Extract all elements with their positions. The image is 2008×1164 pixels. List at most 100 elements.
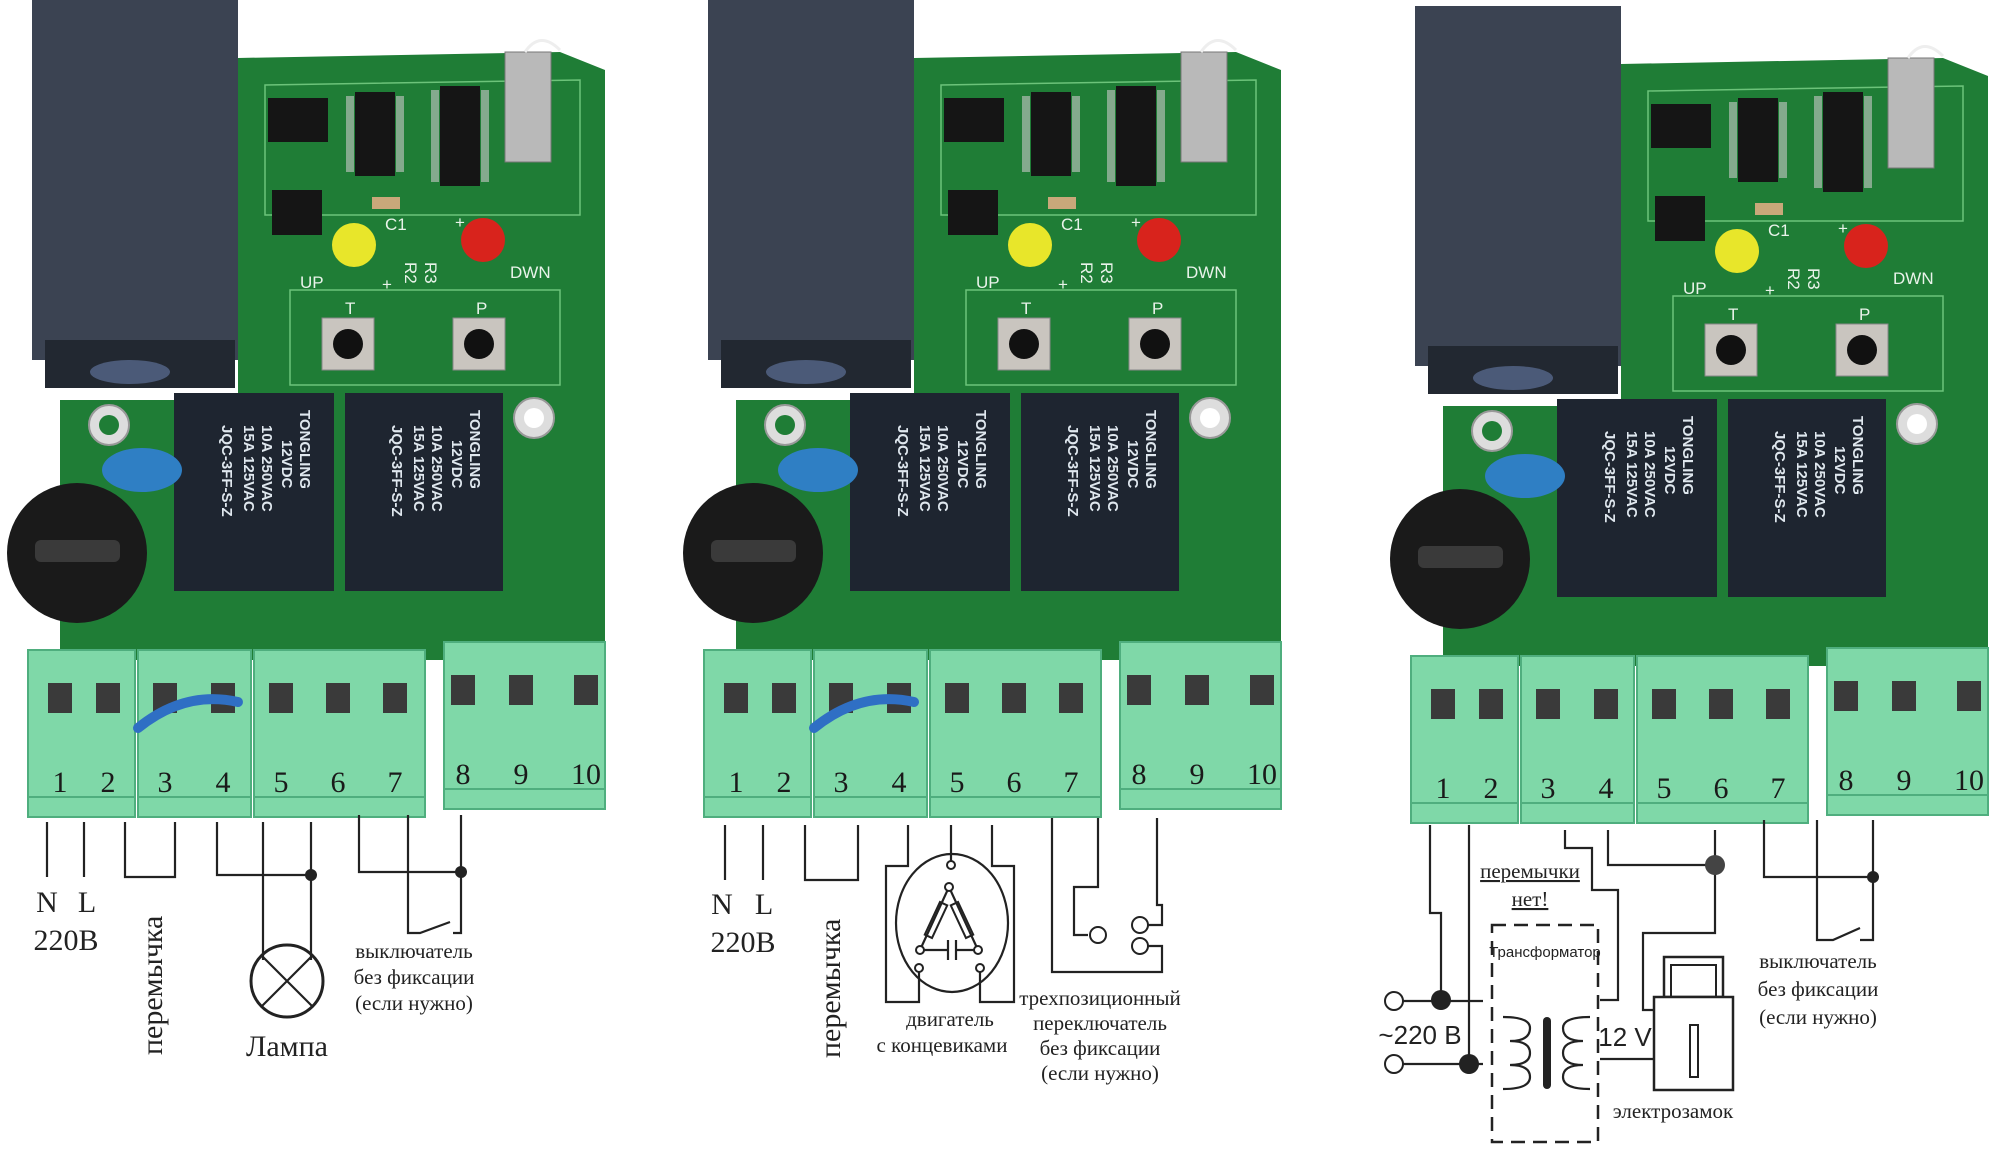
led-down-label: DWN (1893, 269, 1934, 288)
relay-rating1: 10A 250VAC (1641, 431, 1658, 518)
voltage-label: 220В (710, 926, 775, 959)
led-down-label: DWN (1186, 263, 1227, 282)
jumper-label: перемычка (814, 919, 847, 1058)
led-down-label: DWN (510, 263, 551, 282)
button-t[interactable] (321, 317, 375, 371)
switch-label-line1: выключатель (1759, 949, 1877, 973)
voltage-label: 220В (33, 924, 98, 957)
r2-label: R2 (1077, 262, 1096, 284)
r3-label: R3 (421, 262, 440, 284)
capacitor (778, 448, 858, 492)
jumper-label: перемычка (136, 916, 169, 1055)
r2-label: R2 (401, 262, 420, 284)
relay-rating1: 10A 250VAC (1104, 425, 1121, 512)
relay-brand: TONGLING (1679, 416, 1696, 495)
switch-label-line3: (если нужно) (1759, 1005, 1877, 1029)
power-transformer (1415, 6, 1621, 366)
chip (1031, 92, 1071, 176)
relay-rating1: 10A 250VAC (258, 425, 275, 512)
terminal-number: 2 (777, 766, 792, 799)
terminal-blocks (27, 641, 606, 818)
relay-coil: 12VDC (1661, 446, 1678, 495)
terminal-number: 8 (456, 758, 471, 791)
button-t[interactable] (1704, 323, 1758, 377)
terminal-number: 1 (729, 766, 744, 799)
r2-label: R2 (1784, 268, 1803, 290)
switch-label-line2: без фиксации (1758, 977, 1879, 1001)
relay-model: JQC-3FF-S-Z (894, 425, 911, 517)
switch-label-line2: переключатель (1033, 1011, 1167, 1035)
terminal-number: 5 (274, 766, 289, 799)
relay-board: C1 R2 R3 UP + + DWN T P (7, 0, 606, 818)
relay-coil: 12VDC (1831, 446, 1848, 495)
relay-1: TONGLING 12VDC 10A 250VAC 15A 125VAC JQC… (174, 393, 334, 591)
motor-label-line1: двигатель (906, 1007, 994, 1031)
plus-label: + (382, 275, 392, 294)
switch-label-line1: трехпозиционный (1019, 986, 1181, 1010)
terminal-number: 6 (331, 766, 346, 799)
terminal-number: 7 (1064, 766, 1079, 799)
switch-label-line1: выключатель (355, 939, 473, 963)
terminal-number: 9 (1897, 764, 1912, 797)
led-down-red (1137, 218, 1181, 262)
no-jumper-label-line1: перемычки (1480, 859, 1580, 883)
crystal (1180, 51, 1228, 163)
voltage-regulator (948, 190, 998, 235)
voltage-regulator (272, 190, 322, 235)
terminal-number: 9 (514, 758, 529, 791)
relay-board: C1 R2 R3 UP + + DWN T P (1390, 6, 1989, 824)
terminal-number: 3 (834, 766, 849, 799)
button-p[interactable] (1128, 317, 1182, 371)
relay-rating2: 15A 125VAC (1793, 431, 1810, 518)
terminal-number: 10 (1954, 764, 1984, 797)
plus-label: + (1058, 275, 1068, 294)
relay-1: TONGLING 12VDC 10A 250VAC 15A 125VAC JQC… (1557, 399, 1717, 597)
relay-rating1: 10A 250VAC (934, 425, 951, 512)
relay-rating1: 10A 250VAC (428, 425, 445, 512)
relay-brand: TONGLING (1142, 410, 1159, 489)
terminal-number: 2 (1484, 772, 1499, 805)
line-label: L (78, 886, 96, 919)
relay-brand: TONGLING (972, 410, 989, 489)
chip (355, 92, 395, 176)
neutral-label: N (36, 886, 58, 919)
button-t[interactable] (997, 317, 1051, 371)
c1-label: C1 (1768, 221, 1790, 240)
button-t-label: T (1728, 305, 1738, 324)
relay-coil: 12VDC (1124, 440, 1141, 489)
relay-model: JQC-3FF-S-Z (218, 425, 235, 517)
relay-brand: TONGLING (296, 410, 313, 489)
chip (1738, 98, 1778, 182)
relay-coil: 12VDC (278, 440, 295, 489)
relay-brand: TONGLING (1849, 416, 1866, 495)
plus-label: + (1765, 281, 1775, 300)
relay-1: TONGLING 12VDC 10A 250VAC 15A 125VAC JQC… (850, 393, 1010, 591)
led-up-yellow (1715, 229, 1759, 273)
plus-label: + (1838, 219, 1848, 238)
lamp-symbol (249, 943, 325, 1019)
transformer-label: Трансформатор (1489, 944, 1601, 961)
relay-2: TONGLING 12VDC 10A 250VAC 15A 125VAC JQC… (1021, 393, 1179, 591)
voltage-regulator (1655, 196, 1705, 241)
board-photo-3: C1 R2 R3 UP + + DWN T P (1390, 6, 1989, 824)
relay-rating2: 15A 125VAC (1623, 431, 1640, 518)
line-label: L (755, 888, 773, 921)
terminal-number: 10 (1247, 758, 1277, 791)
relay-rating2: 15A 125VAC (916, 425, 933, 512)
terminal-number: 6 (1007, 766, 1022, 799)
relay-model: JQC-3FF-S-Z (388, 425, 405, 517)
led-up-label: UP (976, 273, 1000, 292)
button-p[interactable] (452, 317, 506, 371)
c1-label: C1 (385, 215, 407, 234)
led-down-red (461, 218, 505, 262)
relay-model: JQC-3FF-S-Z (1064, 425, 1081, 517)
relay-board: C1 R2 R3 UP + + DWN T P (683, 0, 1282, 818)
button-t-label: T (345, 299, 355, 318)
button-p[interactable] (1835, 323, 1889, 377)
terminal-blocks (1410, 647, 1989, 824)
terminal-number: 6 (1714, 772, 1729, 805)
output-voltage-label: 12 V (1598, 1022, 1652, 1052)
chip (1823, 92, 1863, 192)
panel-lamp: C1 R2 R3 UP + + DWN T P (7, 0, 606, 1063)
relay-rating2: 15A 125VAC (1086, 425, 1103, 512)
